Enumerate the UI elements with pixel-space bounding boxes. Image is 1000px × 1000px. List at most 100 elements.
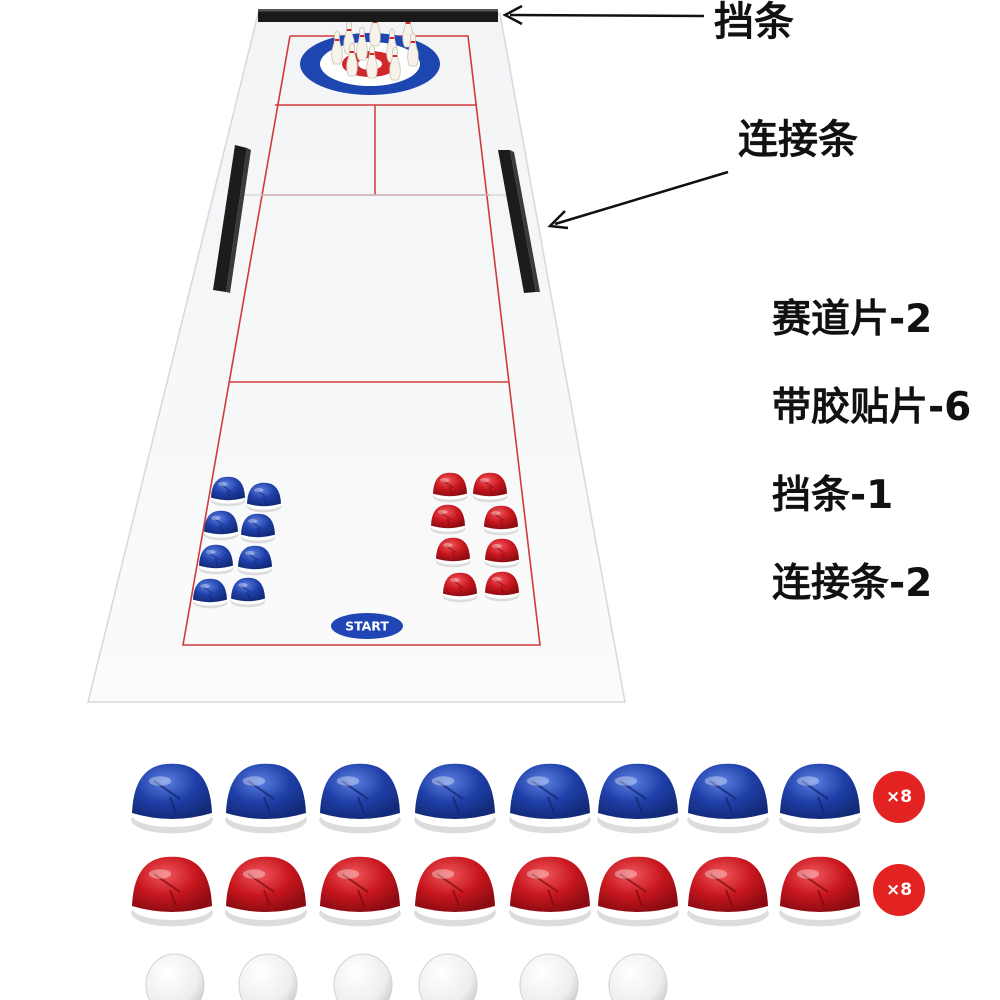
puck-ridge	[202, 585, 214, 600]
end-barrier	[258, 9, 498, 22]
pin-body	[356, 26, 368, 61]
puck-ridge	[531, 780, 559, 814]
board-blue-puck	[246, 482, 282, 513]
puck-dome	[443, 572, 477, 597]
puck-dome	[211, 476, 245, 501]
pin-stripe	[349, 51, 355, 53]
puck-shine	[796, 776, 820, 786]
board-red-puck	[483, 505, 519, 536]
puck-shine	[238, 583, 248, 588]
puck-ridge	[482, 479, 494, 494]
ball-body	[519, 953, 579, 1000]
start-marker: START	[331, 613, 403, 639]
puck-dome	[231, 577, 265, 602]
connector-arrow-head	[547, 210, 569, 230]
puck-shine	[614, 869, 638, 879]
puck-shine	[796, 869, 820, 879]
loose-blue-puck	[597, 763, 679, 834]
loose-blue-puck	[779, 763, 861, 834]
parts-list-item: 赛道片-2	[772, 297, 933, 342]
puck-dome	[510, 763, 590, 819]
pin-stripe	[392, 55, 398, 57]
puck-shine	[526, 776, 550, 786]
puck-ridge	[213, 517, 225, 532]
barrier-pointer-arrow	[502, 4, 705, 26]
pin-body	[389, 46, 401, 81]
puck-shine	[431, 776, 455, 786]
puck-dome	[436, 537, 470, 562]
bowling-pin	[366, 44, 378, 79]
bowling-pin	[356, 26, 368, 61]
board-red-puck	[484, 571, 520, 602]
barrier-bar	[258, 9, 498, 22]
pin-body	[366, 44, 378, 79]
puck-shine	[450, 578, 460, 583]
puck-ridge	[341, 873, 369, 907]
puck-dome	[473, 472, 507, 497]
loose-red-puck	[319, 856, 401, 927]
puck-shine	[526, 869, 550, 879]
puck-ridge	[619, 780, 647, 814]
puck-ridge	[247, 873, 275, 907]
puck-ridge	[220, 483, 232, 498]
pin-stripe	[369, 53, 375, 55]
puck-shine	[206, 550, 216, 555]
start-label: START	[345, 619, 389, 634]
puck-ridge	[442, 479, 454, 494]
connector-strip-left	[213, 145, 251, 293]
pin-body	[407, 32, 419, 67]
board-blue-puck	[192, 578, 228, 609]
puck-dome	[598, 856, 678, 912]
game-board: START	[87, 12, 626, 703]
connector-arrow-shaft	[554, 170, 729, 226]
red-quantity-badge: ×8	[873, 864, 925, 916]
puck-ridge	[452, 579, 464, 594]
puck-shine	[148, 776, 172, 786]
bowling-pin	[331, 30, 343, 65]
white-ball	[333, 953, 393, 1000]
puck-dome	[433, 472, 467, 497]
white-ball	[519, 953, 579, 1000]
loose-red-puck	[414, 856, 496, 927]
bowling-pin	[407, 32, 419, 67]
puck-dome	[241, 513, 275, 538]
parts-list: 赛道片-2 带胶贴片-6 挡条-1 连接条-2	[772, 300, 971, 652]
loose-red-puck	[131, 856, 213, 927]
pin-body	[331, 30, 343, 65]
puck-dome	[688, 763, 768, 819]
puck-ridge	[247, 552, 259, 567]
barrier-arrow-shaft	[509, 13, 705, 18]
board-red-puck	[435, 537, 471, 568]
puck-dome	[484, 505, 518, 530]
ball-body	[418, 953, 478, 1000]
puck-ridge	[619, 873, 647, 907]
puck-shine	[254, 488, 264, 493]
puck-ridge	[341, 780, 369, 814]
ball-body	[608, 953, 668, 1000]
puck-ridge	[494, 578, 506, 593]
puck-shine	[704, 776, 728, 786]
board-red-puck	[472, 472, 508, 503]
puck-dome	[199, 544, 233, 569]
board-blue-puck	[203, 510, 239, 541]
white-ball	[418, 953, 478, 1000]
puck-dome	[238, 545, 272, 570]
parts-list-item: 挡条-1	[772, 473, 894, 518]
board-pucks	[192, 472, 520, 609]
connector-pointer-arrow	[547, 170, 729, 230]
puck-dome	[320, 763, 400, 819]
board-blue-puck	[198, 544, 234, 575]
puck-dome	[226, 856, 306, 912]
board-blue-puck	[240, 513, 276, 544]
parts-list-item: 带胶贴片-6	[772, 385, 972, 430]
ball-body	[238, 953, 298, 1000]
loose-blue-puck	[414, 763, 496, 834]
lane-surface	[87, 13, 626, 703]
connector-strip-left-edge	[226, 148, 251, 293]
pin-stripe	[334, 39, 340, 41]
puck-dome	[415, 763, 495, 819]
loose-blue-puck	[687, 763, 769, 834]
connector-strip-right-body	[498, 150, 536, 293]
puck-dome	[688, 856, 768, 912]
